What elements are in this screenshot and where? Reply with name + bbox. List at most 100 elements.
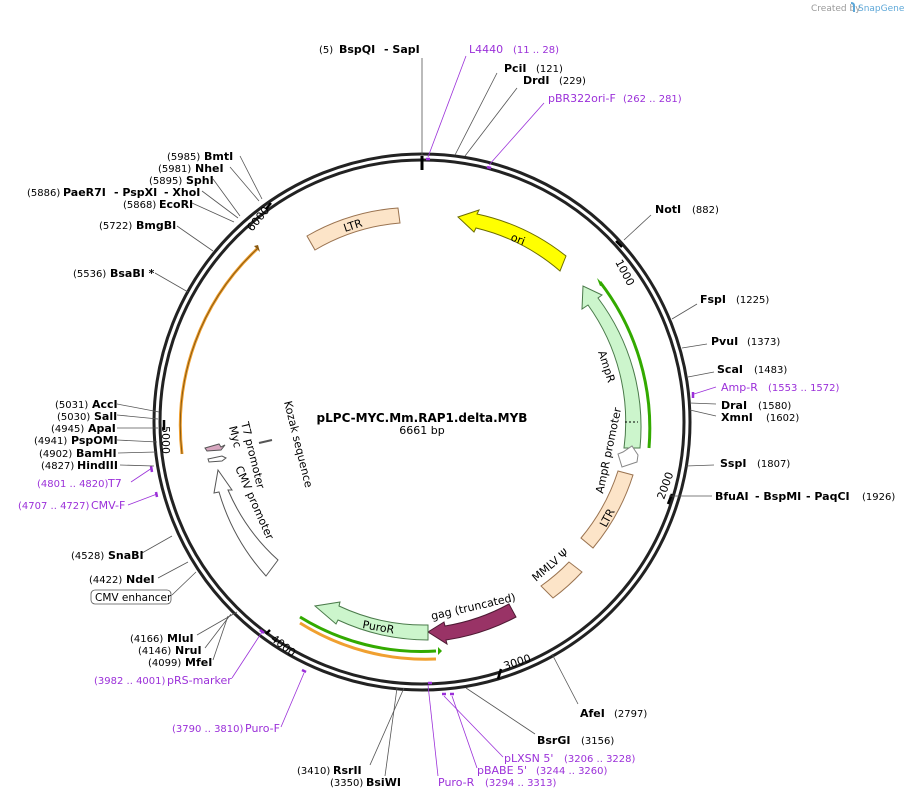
l4440-name: L4440	[469, 43, 503, 56]
plasmid-title: pLPC-MYC.Mm.RAP1.delta.MYB	[317, 411, 528, 425]
paer7i-pos: (5886)	[27, 188, 60, 199]
site-fspi[interactable]: FspI (1225)	[700, 293, 769, 306]
afei-name: AfeI	[580, 707, 605, 720]
cmv-promoter-feature[interactable]	[213, 468, 279, 577]
ndei-name: NdeI	[126, 573, 155, 586]
puror-feature[interactable]	[313, 601, 429, 641]
primer-l4440[interactable]: L4440 (11 .. 28)	[469, 43, 559, 56]
pbabe5-name: pBABE 5'	[477, 764, 527, 777]
site-bsrgi[interactable]: BsrGI (3156)	[537, 734, 614, 747]
apai-pos: (4945)	[51, 424, 84, 435]
primer-pbr322ori-f[interactable]: pBR322ori-F (262 .. 281)	[548, 92, 682, 105]
mmlv-psi-feature[interactable]	[540, 561, 583, 599]
site-ndei[interactable]: (4422) NdeI	[89, 573, 155, 586]
bsiwi-name: BsiWI	[366, 776, 401, 789]
site-bamhi[interactable]: (4902) BamHI	[39, 447, 117, 460]
site-bsiwi[interactable]: (3350) BsiWI	[330, 776, 401, 789]
site-paer7i[interactable]: (5886) PaeR7I - PspXI - XhoI	[27, 186, 200, 199]
primer-prs-marker[interactable]: (3982 .. 4001) pRS-marker	[94, 674, 232, 687]
bmti-name: BmtI	[204, 150, 233, 163]
site-mlui[interactable]: (4166) MluI	[130, 632, 194, 645]
drdi-pos: (229)	[559, 76, 586, 87]
ori-feature[interactable]	[457, 209, 567, 272]
plxsn5-name: pLXSN 5'	[504, 752, 553, 765]
myc-feature[interactable]	[204, 443, 226, 452]
site-noti[interactable]: NotI (882)	[655, 203, 719, 216]
site-nhei[interactable]: (5981) NheI	[158, 162, 224, 175]
site-rsrii[interactable]: (3410) RsrII	[297, 764, 362, 777]
site-snabi[interactable]: (4528) SnaBI	[71, 549, 144, 562]
paer7i-name: PaeR7I	[63, 186, 106, 199]
snapgene-brand: Created by SnapGene	[811, 2, 905, 14]
primer-plxsn5[interactable]: pLXSN 5' (3206 .. 3228)	[504, 752, 636, 765]
site-bmti[interactable]: (5985) BmtI	[167, 150, 233, 163]
site-acci[interactable]: (5031) AccI	[55, 398, 118, 411]
plxsn5-pos: (3206 .. 3228)	[564, 754, 636, 765]
sali-pos: (5030)	[57, 412, 90, 423]
tick-4000: 4000	[268, 632, 298, 659]
primer-pbabe5[interactable]: pBABE 5' (3244 .. 3260)	[477, 764, 608, 777]
scai-name: ScaI	[717, 363, 743, 376]
site-bspqi-sapi[interactable]: (5) BspQI - SapI	[319, 43, 420, 56]
pspomi-pos: (4941)	[34, 436, 67, 447]
site-afei[interactable]: AfeI (2797)	[580, 707, 647, 720]
site-sphi[interactable]: (5895) SphI	[149, 174, 214, 187]
cmv-enhancer-box	[90, 589, 172, 605]
primer-puro-f[interactable]: (3790 .. 3810) Puro-F	[172, 722, 280, 735]
plasmid-length: 6661 bp	[399, 424, 444, 437]
prs-orange-arc	[299, 621, 437, 661]
primer-puro-r[interactable]: Puro-R (3294 .. 3313)	[438, 776, 557, 789]
site-cmv-enhancer[interactable]: CMV enhancer	[90, 589, 172, 605]
site-bsabi[interactable]: (5536) BsaBI *	[73, 267, 155, 280]
fspi-pos: (1225)	[736, 295, 769, 306]
puro-r-pos: (3294 .. 3313)	[485, 778, 557, 789]
bsabi-pos: (5536)	[73, 269, 106, 280]
ampr-promoter-feature[interactable]	[617, 445, 639, 468]
xmni-pos: (1602)	[766, 413, 799, 424]
site-sali[interactable]: (5030) SalI	[57, 410, 117, 423]
site-pspomi[interactable]: (4941) PspOMI	[34, 434, 118, 447]
site-pcii[interactable]: PciI (121)	[504, 62, 563, 75]
primer-cmv-f[interactable]: (4707 .. 4727) CMV-F	[18, 499, 125, 512]
primer-t7[interactable]: (4801 .. 4820) T7	[37, 477, 122, 490]
amp-r-pos: (1553 .. 1572)	[768, 383, 840, 394]
primer-amp-r[interactable]: Amp-R (1553 .. 1572)	[721, 381, 840, 394]
tick-1000: 1000	[612, 257, 637, 288]
site-nrui[interactable]: (4146) NruI	[138, 644, 202, 657]
site-xmni[interactable]: XmnI (1602)	[721, 411, 799, 424]
ltr-top-label: LTR	[342, 217, 364, 235]
site-drai[interactable]: DraI (1580)	[721, 399, 791, 412]
t7-promoter-feature[interactable]	[207, 455, 227, 463]
t7-name: T7	[107, 477, 122, 490]
rsrii-name: RsrII	[333, 764, 362, 777]
ltr-top-feature[interactable]	[306, 207, 401, 251]
site-drdi[interactable]: DrdI (229)	[523, 74, 586, 87]
site-bfuai[interactable]: BfuAI - BspMI - PaqCI (1926)	[715, 490, 895, 503]
ampr-feature[interactable]	[581, 285, 642, 449]
drai-pos: (1580)	[758, 401, 791, 412]
site-apai[interactable]: (4945) ApaI	[51, 422, 116, 435]
ndei-pos: (4422)	[89, 575, 122, 586]
site-sspi[interactable]: SspI (1807)	[720, 457, 790, 470]
pcii-name: PciI	[504, 62, 526, 75]
bfuai-name: BfuAI	[715, 490, 749, 503]
site-scai[interactable]: ScaI (1483)	[717, 363, 787, 376]
site-mfei[interactable]: (4099) MfeI	[148, 656, 212, 669]
puror-green-arc	[299, 615, 437, 653]
prs-marker-pos: (3982 .. 4001)	[94, 676, 166, 687]
site-hindiii[interactable]: (4827) HindIII	[41, 459, 118, 472]
mlui-name: MluI	[167, 632, 194, 645]
site-ecori[interactable]: (5868) EcoRI	[123, 198, 193, 211]
ltr-right-feature[interactable]	[580, 470, 634, 549]
pcii-pos: (121)	[536, 64, 563, 75]
kozak-feature[interactable]	[258, 439, 273, 444]
cmv-enhancer-label: CMV enhancer	[95, 592, 172, 604]
site-pvui[interactable]: PvuI (1373)	[711, 335, 780, 348]
ecori-name: EcoRI	[159, 198, 193, 211]
drai-name: DraI	[721, 399, 747, 412]
sspi-pos: (1807)	[757, 459, 790, 470]
primer-marks	[149, 157, 695, 696]
site-bmgbi[interactable]: (5722) BmgBI	[99, 219, 176, 232]
